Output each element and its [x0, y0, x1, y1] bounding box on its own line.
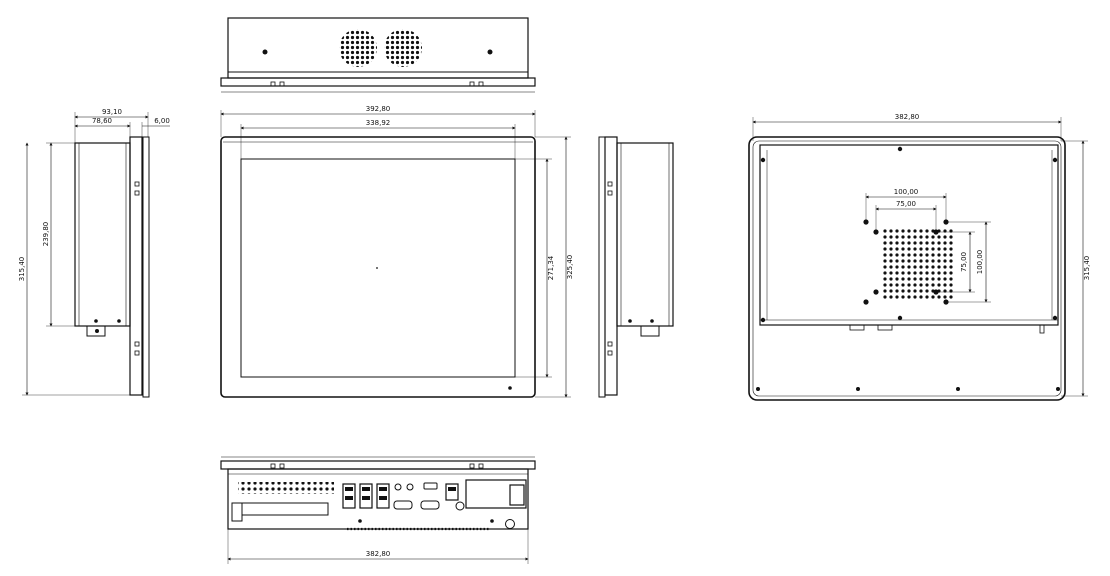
vga-port-icon — [393, 500, 413, 510]
dim-side-bezel: 6,00 — [154, 117, 170, 125]
com-port-icon — [420, 500, 440, 510]
expansion-slot — [231, 502, 329, 516]
bottom-vent-grille — [238, 482, 334, 494]
dc-in-icon — [455, 501, 465, 511]
front-screen — [240, 158, 516, 378]
front-bezel — [220, 136, 536, 398]
bottom-io-panel — [227, 468, 529, 530]
dim-vesa-outer-v: 100,00 — [976, 250, 984, 275]
top-view — [220, 17, 536, 93]
bottom-bezel — [220, 460, 536, 470]
fan-grille-icon — [384, 29, 422, 67]
bottom-view: 382,80 — [220, 456, 536, 564]
dim-vesa-outer-h: 100,00 — [894, 188, 919, 196]
dim-front-screen-width: 338,92 — [366, 119, 391, 127]
back-vent-grille — [881, 227, 955, 299]
top-view-bezel — [220, 77, 536, 87]
audio-jack-icon — [394, 483, 402, 491]
dim-side-total-height: 315,40 — [18, 257, 26, 282]
dim-side-body-height: 239,80 — [42, 222, 50, 247]
dim-back-width: 382,80 — [895, 113, 920, 121]
front-view: 392,80 338,92 271,34 325,40 — [220, 105, 574, 398]
side-bezel — [129, 136, 143, 396]
left-side-view: 93,10 78,60 6,00 239,80 315,40 — [18, 108, 170, 398]
vesa-hole-icon — [873, 289, 879, 295]
dim-back-height: 315,40 — [1083, 256, 1091, 281]
right-side-view — [598, 136, 674, 398]
back-housing — [759, 144, 1059, 326]
ac-inlet-icon — [509, 484, 525, 506]
back-view: 382,80 315,40 100,00 75,00 75,00 100,00 — [748, 113, 1091, 401]
hdmi-port-icon — [423, 482, 438, 490]
top-screw-icon — [487, 49, 493, 55]
dim-front-total-height: 325,40 — [566, 255, 574, 280]
dim-bottom-width: 382,80 — [366, 550, 391, 558]
back-frame — [748, 136, 1066, 401]
dim-front-screen-height: 271,34 — [547, 255, 555, 280]
usb-port-icon — [359, 483, 373, 509]
dim-side-total-depth: 93,10 — [102, 108, 122, 116]
lan-port-icon — [376, 483, 390, 509]
fan-grille-icon — [339, 29, 377, 67]
power-switch-icon — [505, 519, 515, 529]
usb-port-icon — [342, 483, 356, 509]
usb-port-icon — [445, 483, 459, 501]
top-view-body — [227, 17, 529, 79]
dim-front-total-width: 392,80 — [366, 105, 391, 113]
side-body — [74, 142, 131, 327]
vesa-hole-icon — [863, 299, 869, 305]
audio-jack-icon — [406, 483, 414, 491]
power-inlet-frame — [465, 479, 527, 509]
power-led-icon — [508, 386, 512, 390]
dim-vesa-inner-v: 75,00 — [960, 252, 968, 272]
dim-vesa-inner-h: 75,00 — [896, 200, 916, 208]
top-screw-icon — [262, 49, 268, 55]
dim-side-body-depth: 78,60 — [92, 117, 112, 125]
